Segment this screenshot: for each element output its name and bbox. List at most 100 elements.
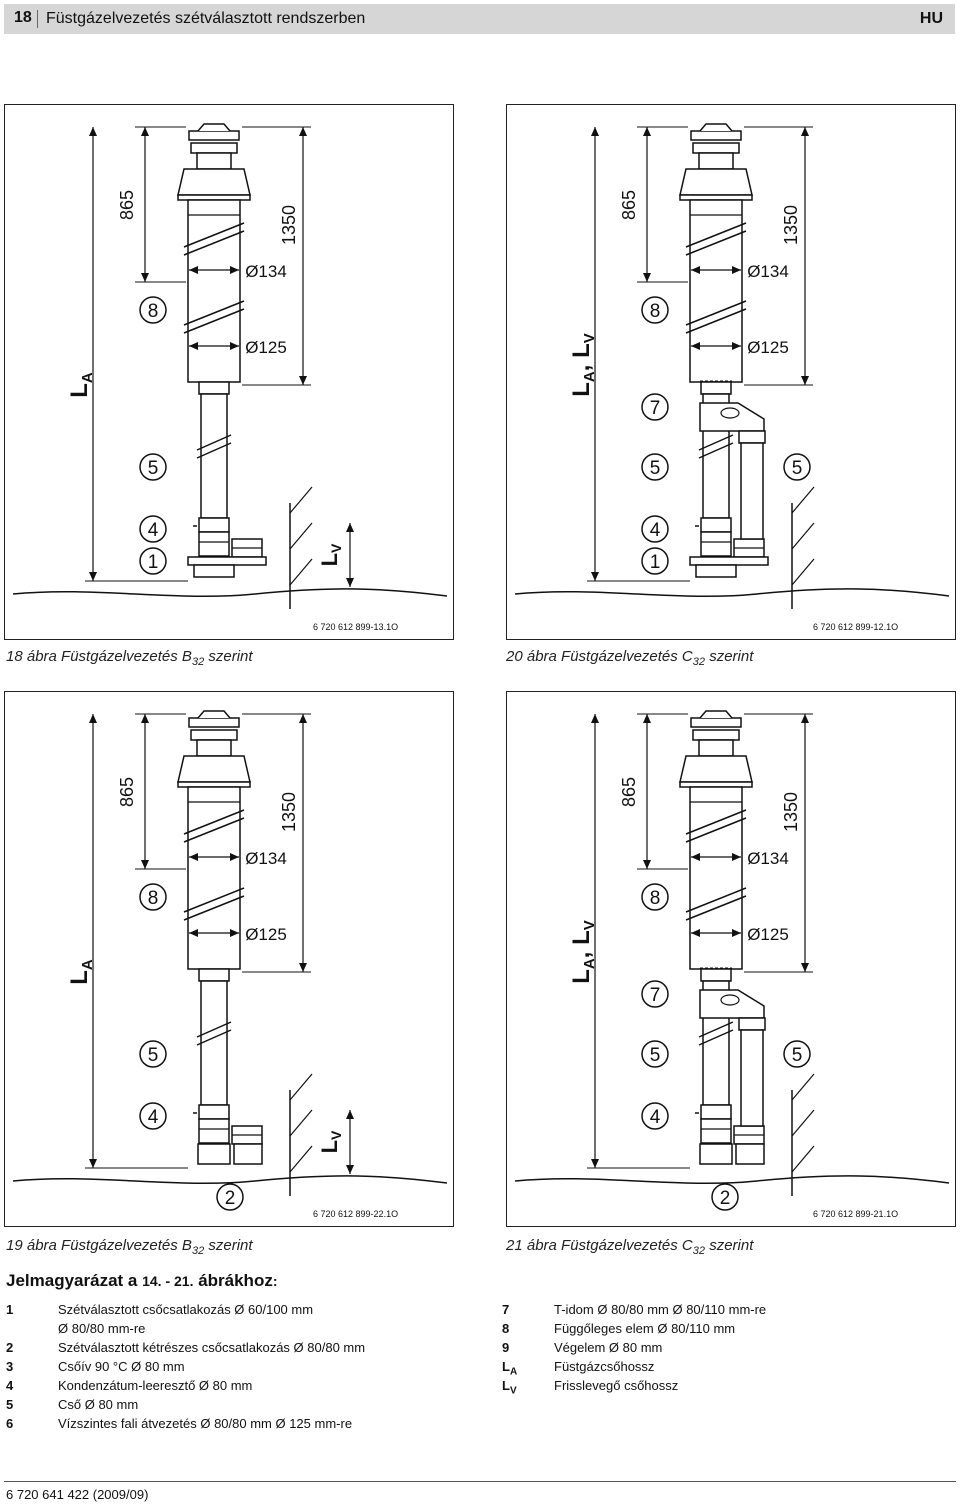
arrowhead [299,714,307,723]
callout-circle [711,1183,739,1211]
length-label: LA [66,959,96,985]
diameter-label-125: Ø125 [245,338,287,357]
callout-circle [641,547,669,575]
header-divider [37,10,38,28]
dimension-1350: 1350 [279,792,299,832]
terminal-cap [188,130,240,141]
callout-number: 8 [148,888,159,909]
pipe-segment [198,1118,230,1144]
arrowhead [230,266,239,274]
rain-cowl [679,755,753,783]
floor-line [514,588,950,598]
connector-base [699,1143,733,1165]
callout-number: 7 [650,398,661,419]
arrowhead [732,929,741,937]
floor-line [12,1175,448,1185]
air-pipe [740,442,764,540]
break-symbol [183,809,245,843]
terminal-cap [690,130,742,141]
callout-circle [139,1102,167,1130]
callout-circle [641,453,669,481]
arrowhead [189,853,198,861]
page-title: Füstgázelvezetés szétválasztott rendszer… [46,10,366,27]
break-symbol [196,1021,232,1046]
callout-number: 5 [650,1045,661,1066]
lv-label: LV [317,1130,344,1153]
arrowhead [346,523,354,532]
arrowhead [89,572,97,581]
arrowhead [801,376,809,385]
pipe-collar [198,968,230,982]
arrowhead [189,266,198,274]
arrowhead [230,853,239,861]
wall-hatch [791,522,815,550]
wall-hatch [791,1109,815,1137]
rain-cowl [177,168,251,196]
arrowhead [230,929,239,937]
dimension-865: 865 [117,777,137,807]
footer-rule [4,1481,956,1482]
dimension-865: 865 [619,777,639,807]
arrowhead [732,342,741,350]
pipe-collar [700,381,732,395]
arrowhead [141,273,149,282]
arrowhead [141,714,149,723]
arrowhead [591,572,599,581]
callout-circle [139,515,167,543]
arrowhead [801,127,809,136]
flue-pipe [200,980,228,1106]
callout-circle [641,883,669,911]
wall-hatch [791,486,815,514]
terminal-collar [692,729,740,741]
dimension-865: 865 [117,190,137,220]
callout-circle [139,883,167,911]
figure-18-caption: 18 ábra Füstgázelvezetés B32 szerint [6,648,253,668]
callout-number: 5 [650,458,661,479]
callout-circle [641,393,669,421]
arrowhead [591,714,599,723]
wall-hatch [289,1145,313,1173]
connector-base [735,1143,765,1165]
condensate-trap [198,1104,230,1120]
arrowhead [189,342,198,350]
lv-label: LV [317,543,344,566]
arrowhead [732,853,741,861]
terminal-neck [698,152,734,170]
arrowhead [299,963,307,972]
diameter-label-134: Ø134 [245,849,287,868]
arrowhead [346,1165,354,1174]
pipe-collar [738,1017,766,1031]
t-piece-opening [720,407,740,419]
wall-hatch [289,558,313,586]
pipe-segment [198,531,230,557]
arrowhead [299,376,307,385]
wall-hatch [289,522,313,550]
arrowhead [643,273,651,282]
rain-cowl [679,168,753,196]
vertical-element [187,786,241,970]
wall-hatch [791,1073,815,1101]
condensate-trap [700,1104,732,1120]
terminal-cap [699,123,733,132]
callout-number: 4 [148,520,159,541]
arrowhead [691,342,700,350]
arrowhead [89,714,97,723]
dimension-1350: 1350 [781,792,801,832]
break-symbol [685,300,747,334]
pipe-collar [738,430,766,444]
break-symbol [196,434,232,459]
callout-number: 4 [650,1107,661,1128]
arrowhead [643,127,651,136]
callout-number: 2 [225,1188,236,1209]
